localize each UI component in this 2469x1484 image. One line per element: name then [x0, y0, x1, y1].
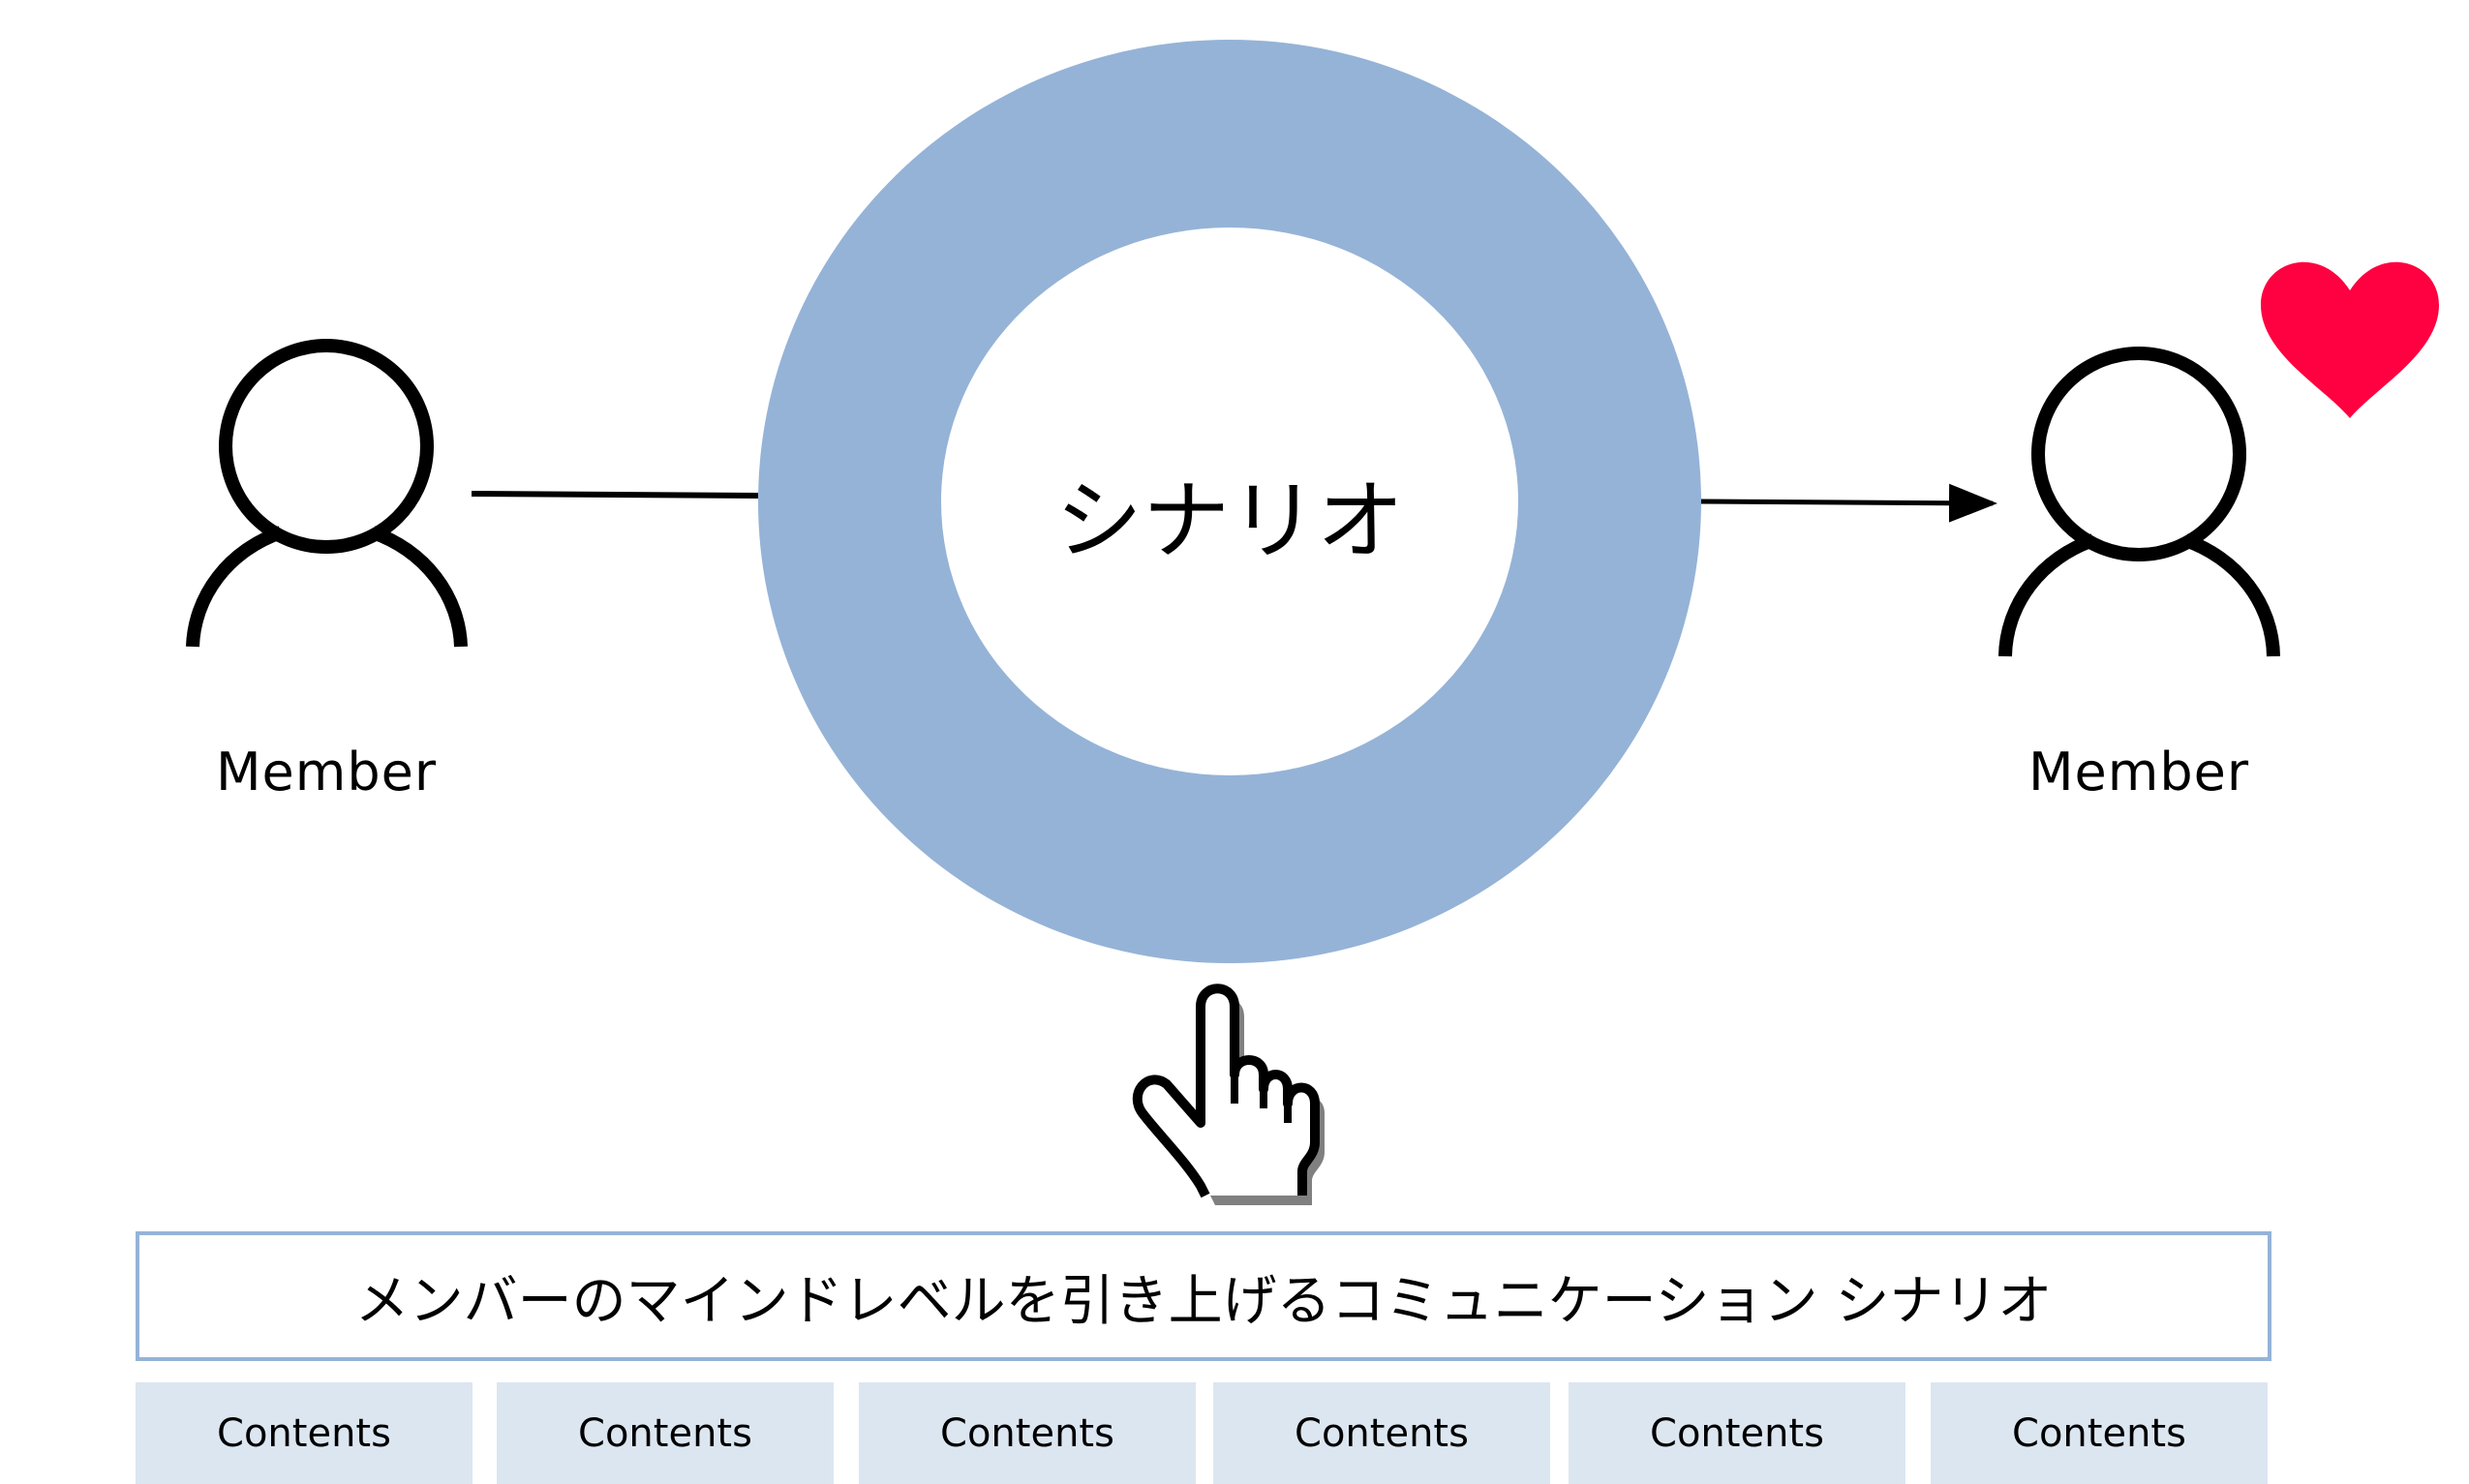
- scenario-banner: メンバーのマインドレベルを引き上げるコミュニケーション シナリオ: [136, 1231, 2271, 1361]
- scenario-label: シナリオ: [1055, 470, 1404, 572]
- contents-box: Contents: [1931, 1382, 2268, 1484]
- person-icon-right: [1998, 347, 2280, 657]
- contents-label: Contents: [578, 1410, 752, 1456]
- banner-text: メンバーのマインドレベルを引き上げるコミュニケーション シナリオ: [354, 1269, 2053, 1333]
- contents-label: Contents: [940, 1410, 1114, 1456]
- contents-label: Contents: [1650, 1410, 1824, 1456]
- contents-box: Contents: [497, 1382, 834, 1484]
- person-icon-left: [186, 339, 468, 648]
- scenario-ring: [758, 40, 1701, 963]
- contents-label: Contents: [217, 1410, 391, 1456]
- contents-box: Contents: [136, 1382, 472, 1484]
- contents-label: Contents: [2012, 1410, 2186, 1456]
- contents-box: Contents: [1569, 1382, 1905, 1484]
- member-label-left: Member: [215, 742, 438, 803]
- contents-box: Contents: [1213, 1382, 1550, 1484]
- member-label-right: Member: [2027, 742, 2250, 803]
- contents-label: Contents: [1295, 1410, 1469, 1456]
- heart-icon: [2261, 261, 2439, 418]
- contents-box: Contents: [859, 1382, 1196, 1484]
- connector-line-left: [471, 491, 759, 499]
- pointing-hand-icon: [1132, 984, 1325, 1205]
- connector-arrow-right: [1700, 483, 1997, 523]
